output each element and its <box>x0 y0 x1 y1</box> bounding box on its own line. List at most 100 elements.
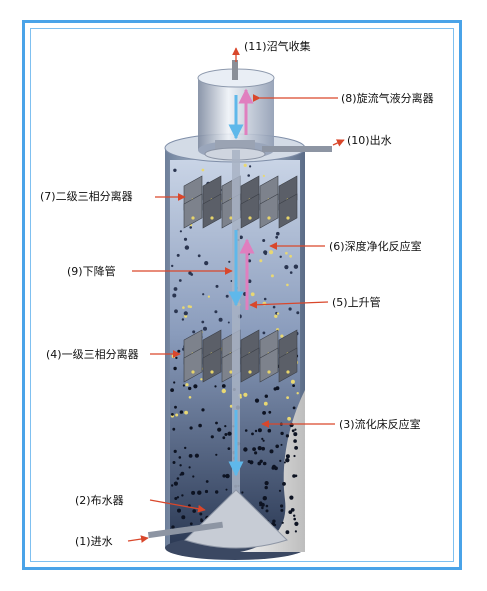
media-particle <box>183 311 188 316</box>
media-particle <box>262 496 267 501</box>
separator-fin <box>259 347 279 383</box>
media-particle <box>247 259 252 263</box>
media-particle <box>199 512 203 516</box>
label-cyclone-separator: (8)旋流气液分离器 <box>341 92 434 105</box>
gas-bubble <box>229 370 233 374</box>
media-particle <box>262 174 265 177</box>
media-particle <box>217 427 222 432</box>
media-particle <box>244 429 248 432</box>
media-particle <box>193 384 198 389</box>
media-particle <box>247 460 251 463</box>
media-particle <box>187 305 191 308</box>
media-particle <box>293 439 297 443</box>
label-water-outlet: (10)出水 <box>347 134 392 147</box>
separator-fin <box>240 347 260 383</box>
media-particle <box>179 230 182 233</box>
media-particle <box>286 283 289 287</box>
media-particle <box>269 449 274 454</box>
media-particle <box>257 446 262 451</box>
media-particle <box>249 165 252 168</box>
media-particle <box>172 293 177 298</box>
media-particle <box>188 386 192 391</box>
separator-fin <box>278 347 298 383</box>
media-particle <box>215 453 218 456</box>
media-particle <box>280 508 284 512</box>
media-particle <box>178 279 182 282</box>
media-particle <box>227 431 232 436</box>
media-particle <box>292 384 295 387</box>
media-particle <box>200 378 203 381</box>
media-particle <box>215 490 219 494</box>
media-particle <box>172 461 176 464</box>
media-particle <box>225 488 228 491</box>
outer-frame <box>22 20 462 570</box>
media-particle <box>276 231 280 236</box>
media-particle <box>254 398 260 403</box>
media-particle <box>173 481 178 486</box>
inlet-pipe <box>147 521 224 539</box>
media-particle <box>173 287 178 291</box>
media-particle <box>281 521 284 524</box>
media-particle <box>184 245 190 250</box>
media-particle <box>274 314 278 318</box>
media-particle <box>192 330 196 334</box>
media-particle <box>171 264 174 268</box>
media-particle <box>201 408 205 412</box>
media-particle <box>262 239 266 242</box>
label-fluidized-bed: (3)流化床反应室 <box>339 418 421 431</box>
media-particle <box>172 427 176 431</box>
media-particle <box>210 435 214 439</box>
media-particle <box>215 421 218 425</box>
outlet-pipe <box>262 146 332 152</box>
media-particle <box>204 489 209 494</box>
media-particle <box>221 384 226 388</box>
media-particle <box>173 381 176 384</box>
media-particle <box>192 475 195 478</box>
media-particle <box>182 384 185 387</box>
media-particle <box>261 506 264 510</box>
gas-bubble <box>210 216 214 220</box>
gas-bubble <box>191 370 195 374</box>
media-particle <box>275 386 280 391</box>
media-particle <box>171 354 176 359</box>
media-particle <box>239 235 243 240</box>
media-particle <box>228 260 231 263</box>
media-particle <box>181 318 185 321</box>
media-particle <box>171 484 174 487</box>
media-particle <box>198 423 202 428</box>
media-particle <box>247 279 252 284</box>
media-particle <box>286 396 289 399</box>
media-particle <box>241 491 244 494</box>
media-particle <box>267 428 272 433</box>
media-particle <box>188 396 192 399</box>
media-particle <box>176 253 180 257</box>
media-particle <box>204 261 209 266</box>
media-particle <box>257 461 262 466</box>
media-particle <box>183 237 188 241</box>
media-particle <box>272 305 276 309</box>
media-particle <box>292 474 296 478</box>
media-particle <box>197 254 201 258</box>
media-particle <box>270 274 274 278</box>
gas-bubble <box>191 216 195 220</box>
media-particle <box>243 163 247 167</box>
inner-frame <box>30 28 454 562</box>
media-particle <box>283 461 286 464</box>
media-particle <box>273 523 277 527</box>
media-particle <box>175 413 179 417</box>
media-particle <box>176 496 180 499</box>
media-particle <box>178 456 182 459</box>
separator-fin <box>202 347 222 383</box>
media-particle <box>222 436 226 440</box>
label-distributor: (2)布水器 <box>75 494 124 507</box>
media-particle <box>176 477 180 480</box>
media-particle <box>262 439 265 442</box>
media-particle <box>288 510 293 514</box>
media-particle <box>171 525 175 529</box>
media-particle <box>175 356 178 360</box>
media-particle <box>201 168 205 172</box>
media-particle <box>185 383 189 387</box>
media-particle <box>262 331 266 335</box>
media-particle <box>289 271 293 274</box>
media-particle <box>250 292 255 297</box>
